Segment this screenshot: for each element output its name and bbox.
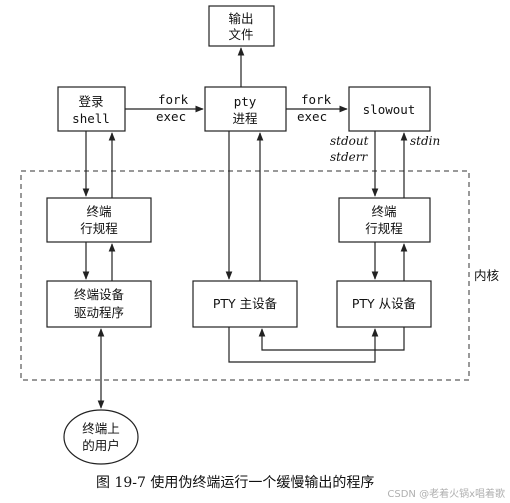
terminal-user-line2: 的用户 <box>82 438 120 453</box>
pty-master-label: PTY 主设备 <box>213 296 278 311</box>
output-file-line1: 输出 <box>228 11 253 26</box>
pty-process-line1: pty <box>234 94 257 109</box>
terminal-user-ellipse: 终端上 的用户 <box>63 409 139 465</box>
login-shell-line1: 登录 <box>78 94 103 109</box>
line-discipline-right-line2: 行规程 <box>365 221 403 236</box>
terminal-driver-line1: 终端设备 <box>74 287 125 302</box>
kernel-region <box>20 170 470 381</box>
line-discipline-left-box: 终端 行规程 <box>46 197 152 243</box>
output-file-box: 输出 文件 <box>208 5 275 47</box>
pty-slave-label: PTY 从设备 <box>352 296 417 311</box>
output-file-line2: 文件 <box>228 27 253 42</box>
edge-label-stderr: stderr <box>330 150 369 164</box>
line-discipline-right-box: 终端 行规程 <box>338 197 431 243</box>
arrow-slave-to-master <box>258 327 405 351</box>
edge-label-stdin: stdin <box>410 134 440 148</box>
pty-slave-box: PTY 从设备 <box>336 280 432 328</box>
terminal-user-line1: 终端上 <box>82 421 120 436</box>
edge-label-exec1: exec <box>156 109 186 124</box>
line-discipline-left-line1: 终端 <box>86 204 111 219</box>
edge-label-fork2: fork <box>301 92 332 107</box>
kernel-label: 内核 <box>474 268 500 283</box>
pty-master-box: PTY 主设备 <box>192 280 298 328</box>
terminal-driver-line2: 驱动程序 <box>74 305 124 320</box>
slowout-label: slowout <box>363 102 416 117</box>
edge-label-stdout: stdout <box>330 134 369 148</box>
slowout-box: slowout <box>348 86 431 132</box>
arrow-master-to-slave <box>228 327 379 363</box>
login-shell-line2: shell <box>72 111 110 126</box>
pty-process-box: pty 进程 <box>204 86 287 132</box>
edge-label-fork1: fork <box>158 92 189 107</box>
line-discipline-left-line2: 行规程 <box>80 221 118 236</box>
login-shell-box: 登录 shell <box>57 86 126 132</box>
pty-process-line2: 进程 <box>232 111 258 126</box>
line-discipline-right-line1: 终端 <box>371 204 396 219</box>
figure-caption: 图 19-7 使用伪终端运行一个缓慢输出的程序 <box>96 474 374 491</box>
watermark: CSDN @老着火锅x唱着歌 <box>387 487 505 500</box>
terminal-driver-box: 终端设备 驱动程序 <box>46 280 152 328</box>
edge-label-exec2: exec <box>297 109 327 124</box>
